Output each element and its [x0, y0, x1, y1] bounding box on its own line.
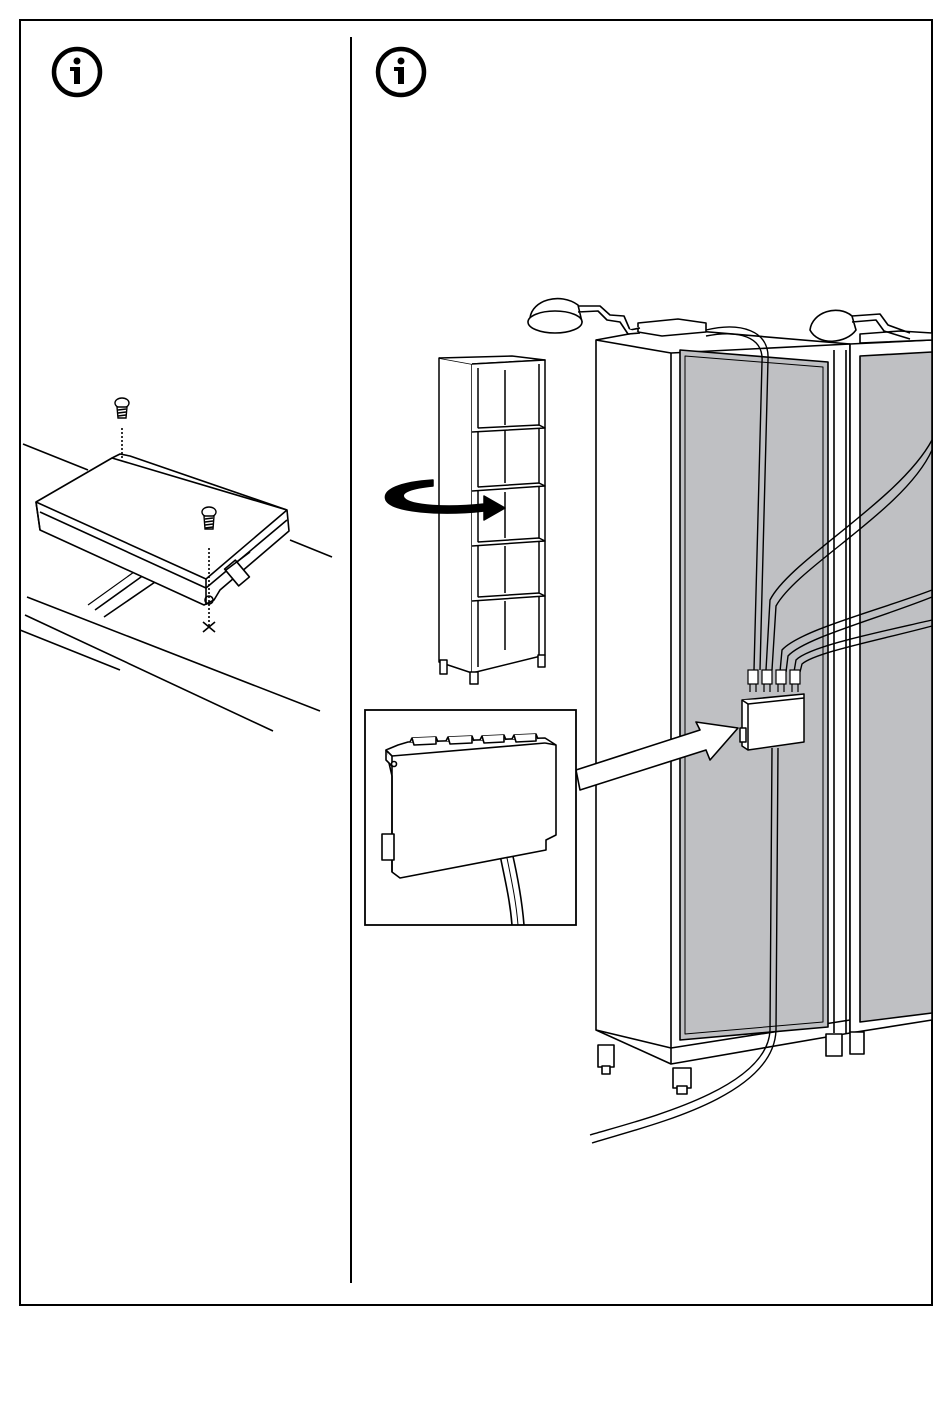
screw-icon [115, 398, 129, 418]
info-icon [378, 49, 424, 95]
transformer-illustration [20, 428, 332, 731]
left-panel [20, 49, 332, 731]
bookcase-illustration [439, 356, 545, 684]
detail-inset [365, 710, 576, 925]
info-icon [54, 49, 100, 95]
connector-box-illustration [740, 694, 804, 750]
right-panel [365, 49, 932, 1143]
lamp-icon [528, 299, 640, 334]
screw-icon [202, 507, 216, 529]
